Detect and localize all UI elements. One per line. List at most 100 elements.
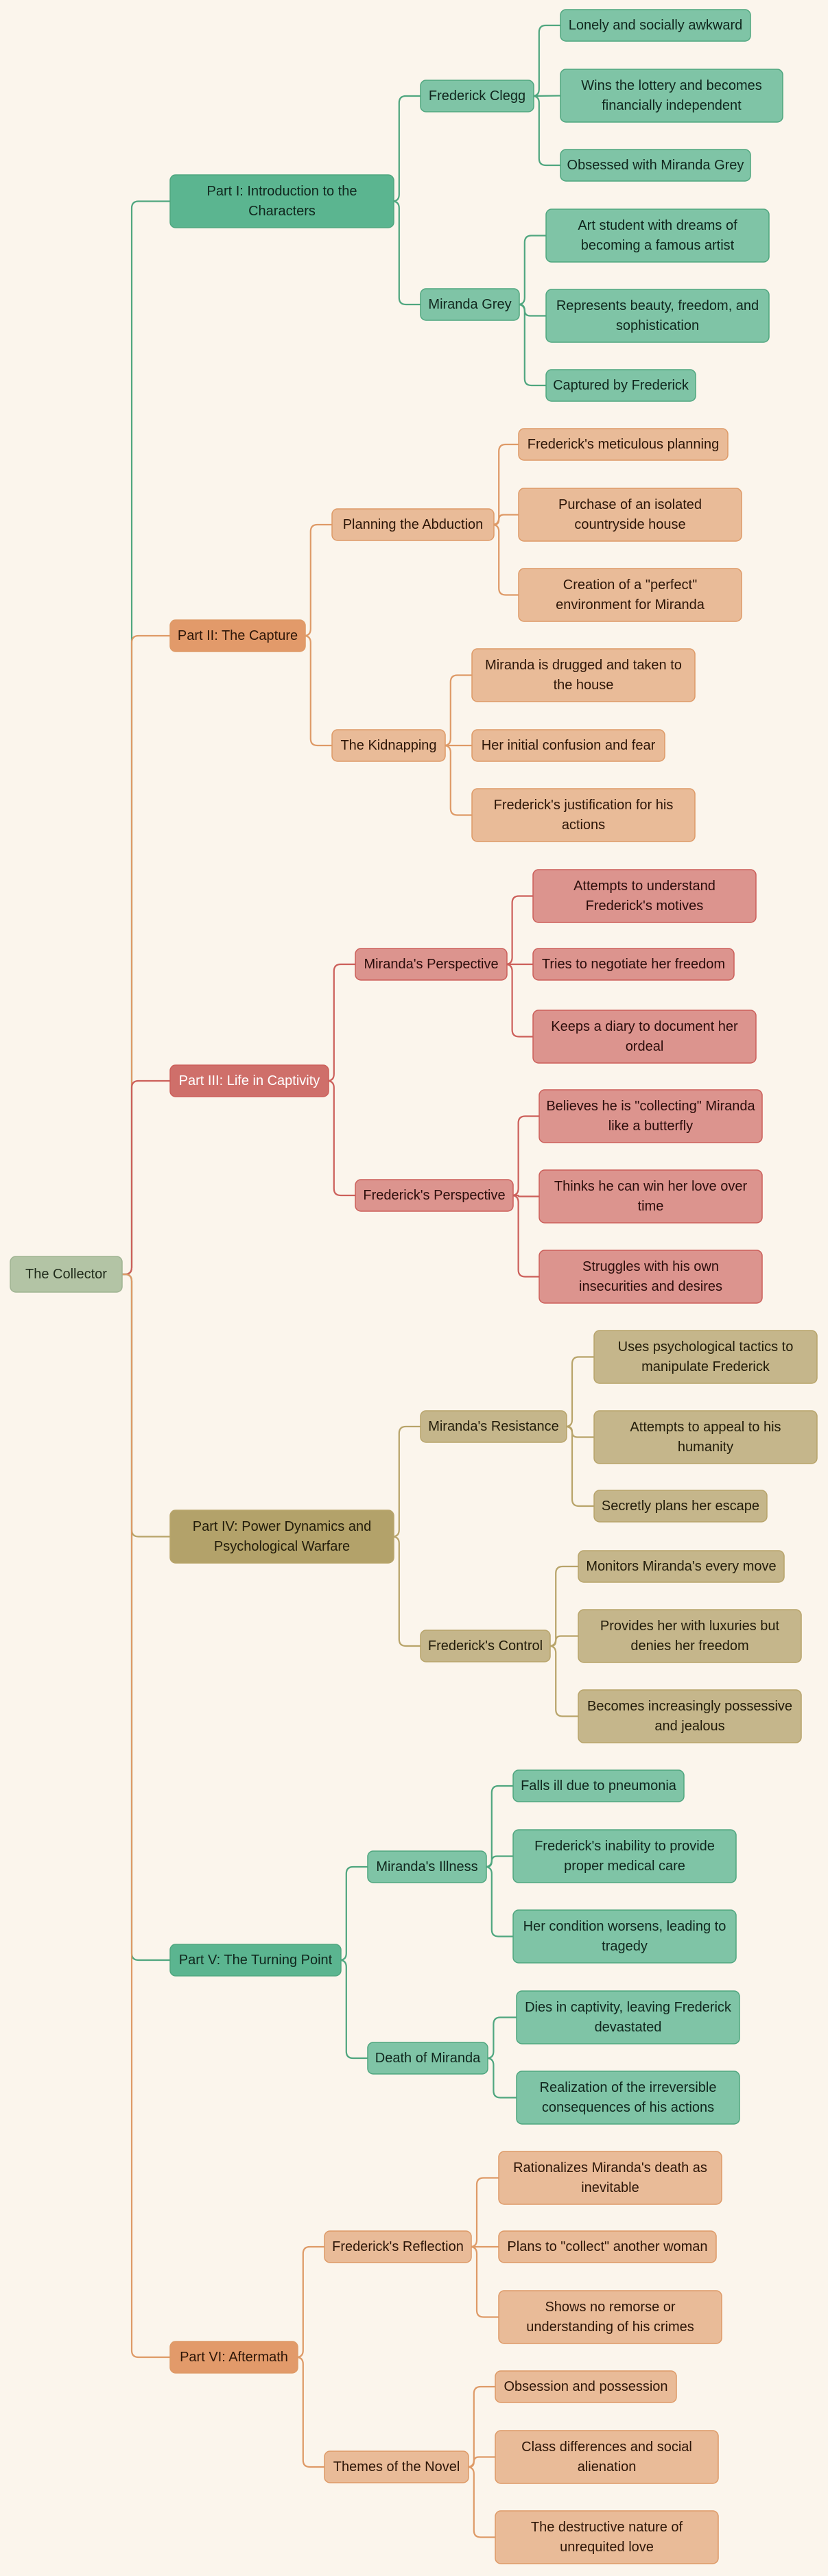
topic-node-miranda-s-illness: Miranda's Illness bbox=[367, 1850, 487, 1883]
part-node-part-iii-life-in-captivity: Part III: Life in Captivity bbox=[169, 1064, 329, 1097]
detail-node-lonely-and-socially-awkward-label: Lonely and socially awkward bbox=[569, 18, 742, 33]
detail-node-secretly-plans-her-escape-box bbox=[593, 1490, 768, 1523]
detail-node-keeps-a-diary-to-document-her-ordeal-box bbox=[532, 1010, 757, 1064]
edge-sub-5-1-to-leaf-3 bbox=[484, 1865, 513, 1937]
edge-part-2-to-sub-2 bbox=[303, 634, 332, 747]
edge-sub-6-2-to-leaf-3 bbox=[466, 2466, 495, 2538]
edge-sub-2-1-to-leaf-1 bbox=[492, 443, 519, 526]
topic-node-frederick-clegg-label: Frederick Clegg bbox=[429, 88, 525, 104]
topic-node-planning-the-abduction-label: Planning the Abduction bbox=[343, 517, 484, 532]
detail-node-creation-of-a-perfect-environment-for-miranda-box bbox=[518, 568, 742, 622]
edge-sub-4-2-to-leaf-2 bbox=[550, 1635, 578, 1647]
detail-node-plans-to-collect-another-woman-box bbox=[498, 2230, 717, 2263]
detail-node-her-initial-confusion-and-fear-label: Her initial confusion and fear bbox=[482, 738, 656, 753]
topic-node-miranda-grey: Miranda Grey bbox=[420, 288, 520, 321]
detail-node-captured-by-frederick-label: Captured by Frederick bbox=[553, 378, 689, 393]
detail-node-attempts-to-appeal-to-his-humanity-box bbox=[593, 1410, 818, 1464]
edge-sub-6-1-to-leaf-3 bbox=[469, 2245, 499, 2318]
topic-node-the-kidnapping: The Kidnapping bbox=[331, 729, 446, 762]
detail-node-falls-ill-due-to-pneumonia: Falls ill due to pneumonia bbox=[512, 1769, 685, 1802]
topic-node-frederick-clegg-box bbox=[420, 80, 534, 112]
topic-node-frederick-s-reflection-box bbox=[324, 2230, 472, 2263]
edge-sub-4-2-to-leaf-3 bbox=[549, 1645, 578, 1717]
detail-node-frederick-s-meticulous-planning-label: Frederick's meticulous planning bbox=[528, 437, 720, 452]
detail-node-obsessed-with-miranda-grey-label: Obsessed with Miranda Grey bbox=[567, 158, 744, 173]
part-node-part-v-the-turning-point-box bbox=[169, 1944, 342, 1977]
detail-node-provides-her-with-luxuries-but-denies-her-freedo-box bbox=[578, 1609, 802, 1663]
detail-node-obsessed-with-miranda-grey-box bbox=[560, 149, 751, 182]
detail-node-monitors-miranda-s-every-move: Monitors Miranda's every move bbox=[578, 1550, 785, 1583]
topic-node-miranda-s-perspective-box bbox=[355, 948, 508, 981]
topic-node-death-of-miranda-box bbox=[367, 2042, 488, 2075]
edge-sub-1-1-to-leaf-2 bbox=[533, 95, 561, 97]
detail-node-frederick-s-justification-for-his-actions-box bbox=[471, 788, 696, 842]
edge-sub-3-2-to-leaf-3 bbox=[511, 1194, 539, 1278]
part-node-part-vi-aftermath: Part VI: Aftermath bbox=[169, 2341, 298, 2374]
topic-node-miranda-s-resistance: Miranda's Resistance bbox=[420, 1410, 567, 1443]
topic-node-miranda-s-illness-box bbox=[367, 1850, 487, 1883]
detail-node-shows-no-remorse-or-understanding-of-his-crimes-box bbox=[498, 2290, 722, 2344]
edge-sub-5-1-to-leaf-2 bbox=[486, 1855, 513, 1868]
detail-node-thinks-he-can-win-her-love-over-time-box bbox=[539, 1169, 763, 1224]
part-node-part-v-the-turning-point-label: Part V: The Turning Point bbox=[179, 1953, 333, 1968]
detail-node-class-differences-and-social-alienation-box bbox=[495, 2430, 719, 2484]
detail-node-tries-to-negotiate-her-freedom: Tries to negotiate her freedom bbox=[532, 948, 735, 981]
edge-root-to-part-5 bbox=[122, 1273, 170, 1961]
topic-node-frederick-s-perspective-label: Frederick's Perspective bbox=[363, 1188, 505, 1203]
part-node-part-i-introduction-to-the-characters-box bbox=[169, 174, 394, 228]
detail-node-becomes-increasingly-possessive-and-jealous-box bbox=[578, 1689, 802, 1743]
detail-node-her-initial-confusion-and-fear-box bbox=[471, 729, 665, 762]
detail-node-tries-to-negotiate-her-freedom-box bbox=[532, 948, 735, 981]
edge-root-to-part-6 bbox=[122, 1273, 170, 2359]
root-node-the-collector: The Collector bbox=[10, 1256, 123, 1293]
edge-sub-5-1-to-leaf-1 bbox=[484, 1785, 513, 1868]
edge-sub-4-1-to-leaf-1 bbox=[565, 1356, 594, 1428]
part-node-part-ii-the-capture: Part II: The Capture bbox=[169, 619, 306, 652]
detail-node-lonely-and-socially-awkward: Lonely and socially awkward bbox=[560, 9, 751, 42]
edge-part-1-to-sub-1 bbox=[392, 95, 421, 202]
edge-root-to-part-4 bbox=[122, 1273, 170, 1538]
topic-node-frederick-s-control: Frederick's Control bbox=[420, 1630, 551, 1662]
detail-node-represents-beauty-freedom-and-sophistication-box bbox=[545, 289, 770, 343]
edge-part-4-to-sub-1 bbox=[392, 1425, 421, 1538]
topic-node-miranda-grey-box bbox=[420, 288, 520, 321]
topic-node-frederick-s-perspective: Frederick's Perspective bbox=[355, 1179, 514, 1212]
detail-node-captured-by-frederick: Captured by Frederick bbox=[545, 369, 696, 402]
part-node-part-iv-power-dynamics-and-psychological-warfare-box bbox=[169, 1510, 394, 1564]
edge-sub-3-2-to-leaf-2 bbox=[513, 1194, 539, 1197]
topic-node-themes-of-the-novel: Themes of the Novel bbox=[324, 2450, 469, 2483]
detail-node-wins-the-lottery-and-becomes-financially-indepen-box bbox=[560, 69, 783, 123]
detail-node-tries-to-negotiate-her-freedom-label: Tries to negotiate her freedom bbox=[542, 957, 725, 972]
detail-node-frederick-s-meticulous-planning-box bbox=[518, 428, 729, 461]
detail-node-secretly-plans-her-escape: Secretly plans her escape bbox=[593, 1490, 768, 1523]
edge-sub-2-2-to-leaf-3 bbox=[443, 744, 472, 816]
detail-node-frederick-s-inability-to-provide-proper-medical--box bbox=[512, 1829, 737, 1883]
edge-sub-3-1-to-leaf-1 bbox=[505, 895, 533, 966]
